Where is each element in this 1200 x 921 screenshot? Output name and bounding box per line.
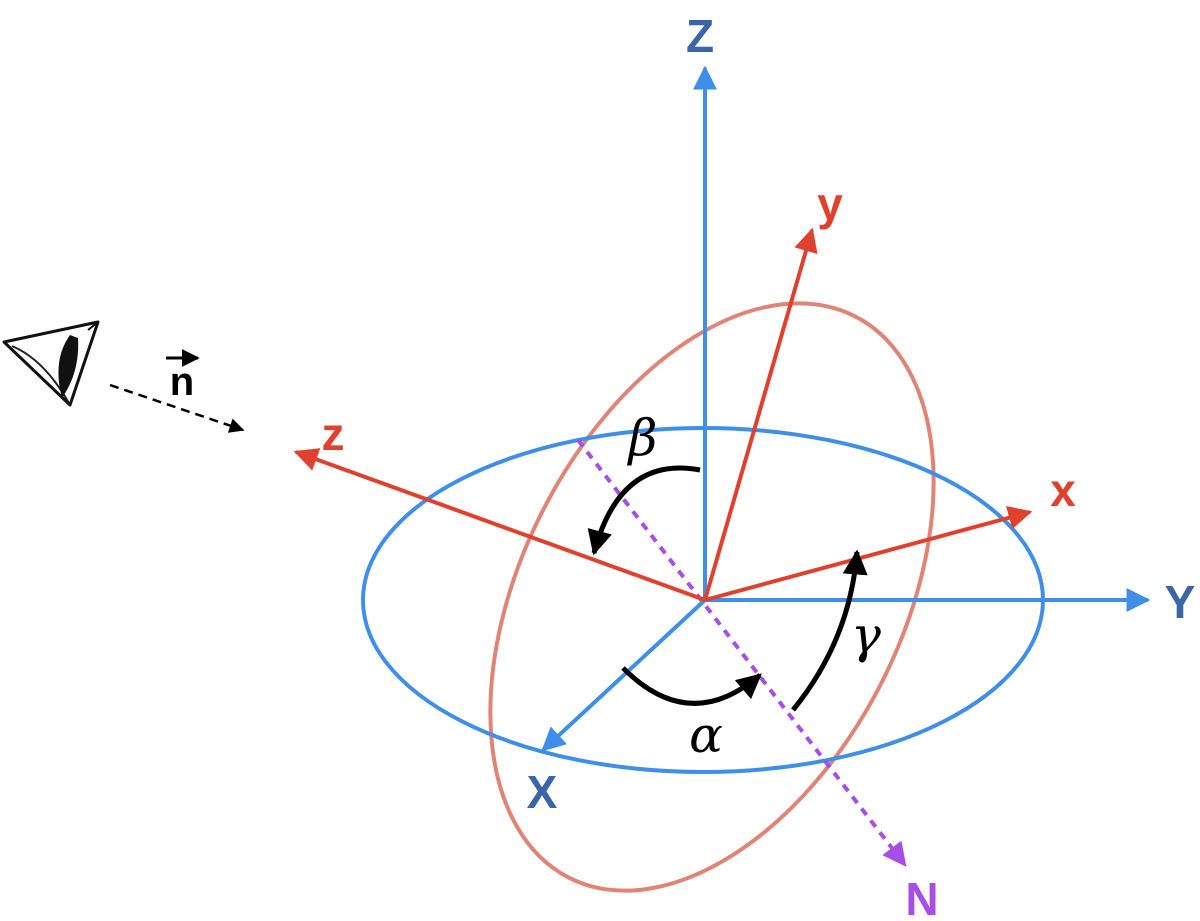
label-z: z bbox=[322, 408, 345, 460]
label-X: X bbox=[527, 766, 558, 818]
label-beta: β bbox=[627, 409, 658, 467]
label-Y: Y bbox=[1165, 576, 1196, 628]
eye-icon bbox=[2, 320, 100, 407]
body-axis-z bbox=[293, 448, 706, 602]
label-y: y bbox=[817, 178, 843, 230]
label-Z: Z bbox=[686, 10, 714, 62]
angle-beta-arrow bbox=[587, 465, 701, 556]
label-x: x bbox=[1050, 464, 1076, 516]
label-gamma: γ bbox=[851, 606, 881, 664]
body-axis-y bbox=[703, 227, 818, 601]
angle-alpha-arrow bbox=[621, 666, 762, 706]
fixed-axis-X bbox=[541, 598, 707, 752]
angle-gamma-arrow bbox=[791, 549, 868, 712]
body-frame-ellipse bbox=[488, 301, 936, 893]
label-n: n bbox=[170, 360, 194, 404]
body-axis-x bbox=[704, 506, 1033, 602]
label-alpha: α bbox=[689, 706, 723, 764]
view-direction-line bbox=[109, 383, 245, 433]
label-N: N bbox=[905, 873, 938, 921]
